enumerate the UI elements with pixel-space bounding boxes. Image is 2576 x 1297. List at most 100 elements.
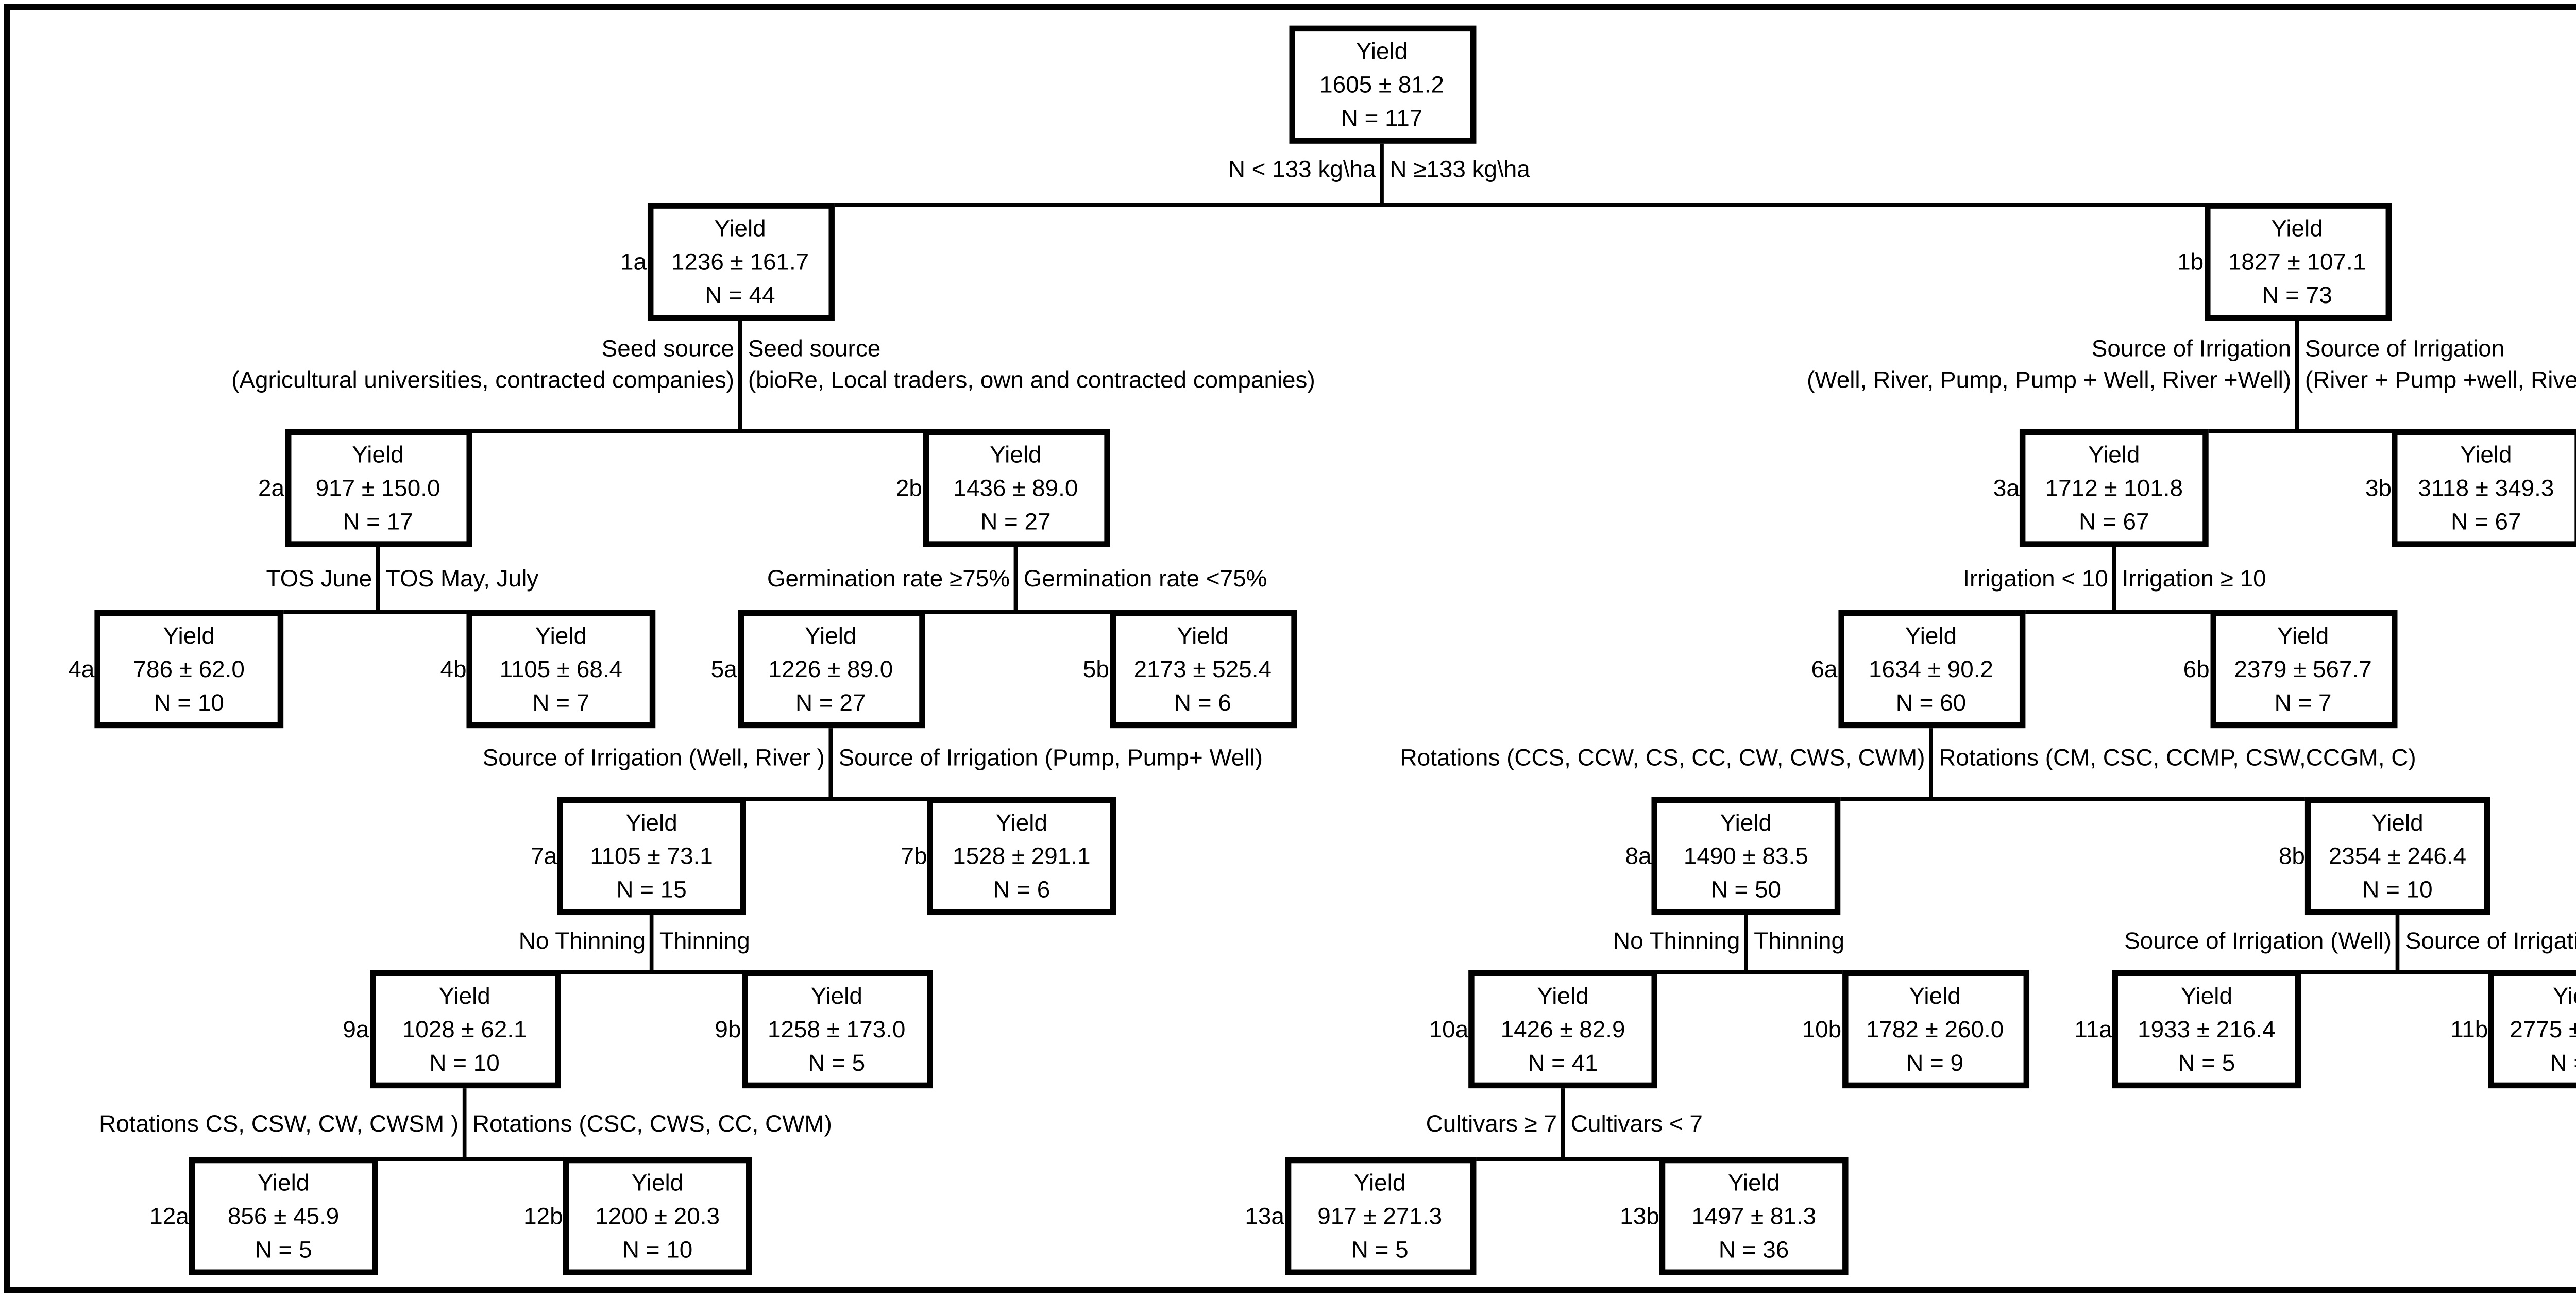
- split-label-line: Germination rate ≥75%: [767, 565, 1010, 593]
- split-label-left: Rotations CS, CSW, CW, CWSM ): [99, 1108, 459, 1139]
- split-label-line: Irrigation < 10: [1963, 565, 2108, 593]
- node-variable: Yield: [2088, 441, 2140, 469]
- split-label-left: Rotations (CCS, CCW, CS, CC, CW, CWS, CW…: [1400, 742, 1925, 773]
- edge-connector-horizontal: [1931, 610, 2303, 614]
- split-label-right: Thinning: [1754, 925, 1844, 956]
- node-count: N = 67: [2451, 508, 2521, 535]
- edge-connector-vertical: [2112, 543, 2116, 612]
- node-mean-se: 1634 ± 90.2: [1869, 655, 1993, 683]
- edge-connector-horizontal: [283, 1157, 658, 1161]
- split-label-line: Source of Irrigation (Pump, Pump+ Well): [838, 744, 1263, 772]
- node-tag: 13b: [1620, 1202, 1659, 1231]
- node-variable: Yield: [1355, 37, 1408, 65]
- edge-connector-vertical: [2395, 911, 2400, 972]
- edge-connector-vertical: [376, 543, 380, 612]
- node-tag: 2b: [895, 474, 922, 502]
- node-tag: 8b: [2278, 842, 2305, 870]
- node-count: N = 117: [1341, 104, 1423, 132]
- node-mean-se: 1105 ± 68.4: [499, 655, 623, 683]
- node-mean-se: 856 ± 45.9: [227, 1202, 340, 1231]
- split-label-right: Source of Irrigation (Pump, Pump+ Well): [839, 742, 1263, 773]
- split-label-left: No Thinning: [1613, 925, 1740, 956]
- node-mean-se: 917 ± 150.0: [315, 474, 440, 502]
- node-tag: 7b: [901, 842, 927, 870]
- node-mean-se: 3118 ± 349.3: [2418, 474, 2554, 502]
- edge-connector-vertical: [649, 911, 654, 972]
- node-mean-se: 1490 ± 83.5: [1683, 842, 1808, 870]
- split-label-line: Seed source: [748, 334, 881, 362]
- edge-connector-horizontal: [1563, 970, 1935, 974]
- node-count: N = 60: [1895, 688, 1967, 717]
- tree-node-11b: 11bYield2775 ± 371.6N = 5: [2450, 970, 2576, 1089]
- node-tag: 3b: [2365, 474, 2392, 502]
- node-variable: Yield: [1354, 1169, 1406, 1197]
- node-mean-se: 1436 ± 89.0: [953, 474, 1078, 502]
- node-tag: 5b: [1082, 655, 1109, 683]
- node-tag: 10b: [1802, 1015, 1842, 1043]
- split-label-right: Source of Irrigation(River + Pump +well,…: [2305, 332, 2576, 395]
- node-count: N = 5: [2550, 1049, 2576, 1077]
- edge-connector-vertical: [1561, 1084, 1565, 1159]
- edge-connector-horizontal: [378, 429, 1016, 433]
- node-variable: Yield: [2552, 982, 2576, 1010]
- node-mean-se: 1226 ± 89.0: [768, 655, 893, 683]
- node-variable: Yield: [2271, 214, 2323, 242]
- split-label-left: TOS June: [266, 563, 372, 594]
- node-variable: Yield: [1537, 982, 1589, 1010]
- split-label-line: Rotations (CM, CSC, CCMP, CSW,CCGM, C): [1939, 744, 2416, 772]
- split-label-left: Germination rate ≥75%: [767, 563, 1010, 594]
- split-label-line: (bioRe, Local traders, own and contracte…: [748, 366, 1315, 394]
- node-mean-se: 1028 ± 62.1: [402, 1015, 527, 1043]
- split-label-line: Seed source: [601, 334, 735, 362]
- node-tag: 12a: [149, 1202, 189, 1231]
- node-mean-se: 917 ± 271.3: [1317, 1202, 1443, 1231]
- split-label-right: Seed source (bioRe, Local traders, own an…: [748, 332, 1315, 395]
- node-mean-se: 2354 ± 246.4: [2328, 842, 2467, 870]
- node-count: N = 27: [980, 508, 1051, 535]
- node-variable: Yield: [2460, 441, 2512, 469]
- node-variable: Yield: [438, 982, 490, 1010]
- node-tag: 11b: [2450, 1015, 2488, 1043]
- split-label-right: N ≥133 kg\ha: [1389, 154, 1530, 185]
- edge-connector-vertical: [462, 1084, 467, 1159]
- node-mean-se: 1200 ± 20.3: [595, 1202, 720, 1231]
- split-label-left: Irrigation < 10: [1963, 563, 2108, 594]
- split-label-left: Source of Irrigation (Well): [2124, 925, 2392, 956]
- node-mean-se: 1105 ± 73.1: [590, 842, 713, 870]
- split-label-right: Rotations (CM, CSC, CCMP, CSW,CCGM, C): [1939, 742, 2416, 773]
- node-variable: Yield: [2180, 982, 2233, 1010]
- node-tag: 3a: [1993, 474, 2020, 502]
- node-count: N = 27: [795, 688, 866, 717]
- split-label-line: (Well, River, Pump, Pump + Well, River +…: [1807, 366, 2292, 394]
- split-label-line: Rotations CS, CSW, CW, CWSM ): [99, 1110, 459, 1138]
- split-label-line: (River + Pump +well, River + Pump): [2304, 366, 2576, 394]
- node-count: N = 17: [343, 508, 413, 535]
- split-label-line: Thinning: [1754, 927, 1845, 955]
- node-variable: Yield: [805, 621, 857, 650]
- node-tag: 12b: [523, 1202, 563, 1231]
- split-label-line: N < 133 kg\ha: [1228, 155, 1376, 183]
- node-mean-se: 1528 ± 291.1: [953, 842, 1091, 870]
- edge-connector-horizontal: [1745, 797, 2398, 801]
- split-label-line: Rotations (CCS, CCW, CS, CC, CW, CWS, CW…: [1400, 744, 1925, 772]
- node-tag: 6b: [2183, 655, 2210, 683]
- node-variable: Yield: [535, 621, 587, 650]
- node-mean-se: 1827 ± 107.1: [2228, 248, 2366, 276]
- node-variable: Yield: [995, 808, 1048, 837]
- node-mean-se: 2379 ± 567.7: [2234, 655, 2372, 683]
- node-variable: Yield: [2371, 808, 2424, 837]
- split-label-line: Source of Irrigation (Well, River ): [482, 744, 825, 772]
- node-variable: Yield: [631, 1169, 684, 1197]
